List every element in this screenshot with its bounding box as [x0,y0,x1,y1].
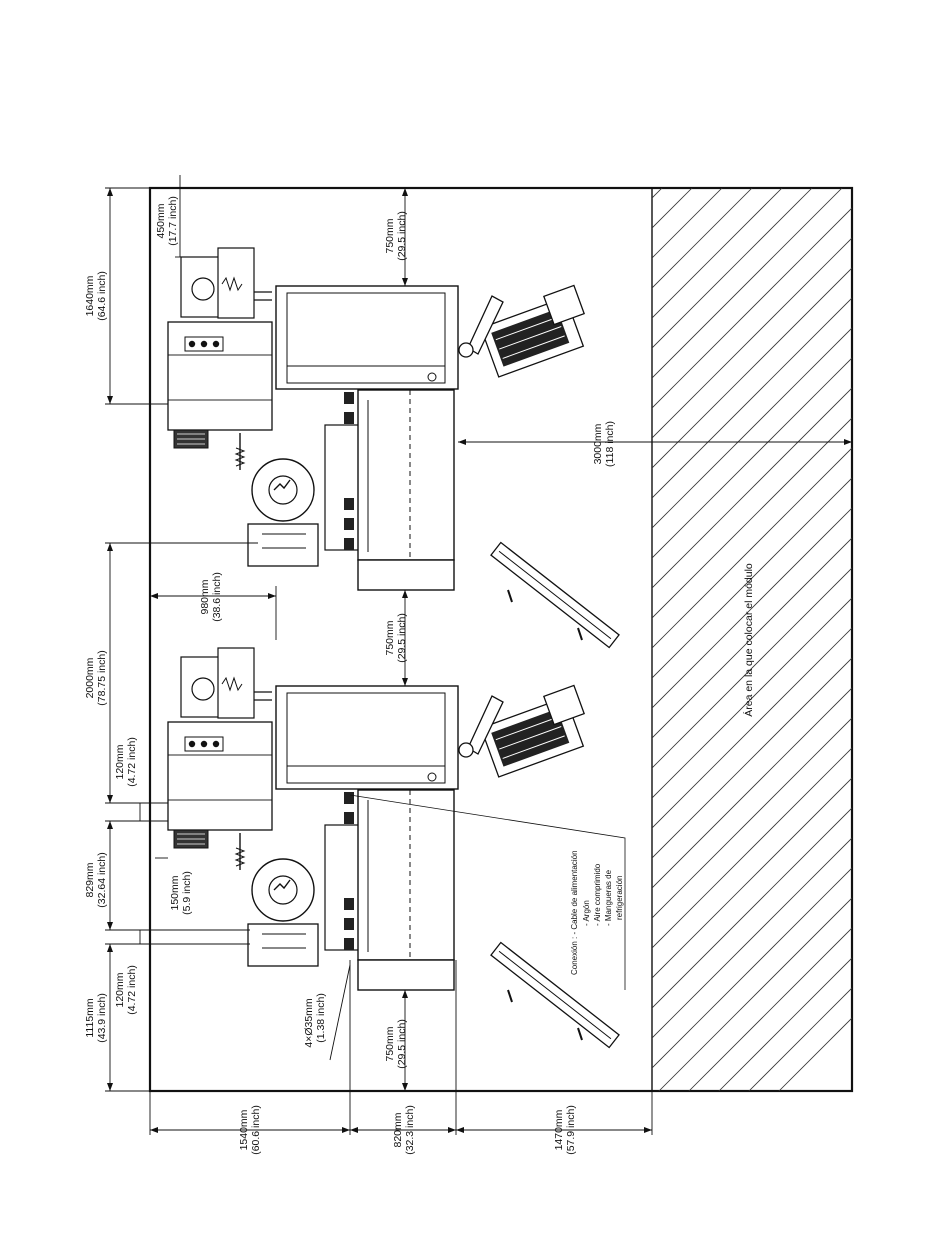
hatch-line [652,567,852,769]
dim-1640-inch: (64.6 inch) [96,271,108,321]
connection-leader [349,794,626,990]
hatch-line [652,267,852,469]
dim-120a-inch: (4.72 inch) [126,737,138,787]
dim-mid-750-inch: (29.5 inch) [396,613,408,663]
dim-450-inch: (17.7 inch) [167,196,179,246]
dim-holes-mm: 4×Ø35mm [303,998,315,1048]
hatch-line [652,297,852,499]
hatch-line [652,627,852,829]
hatch-line [652,188,813,349]
hatch-line [748,987,852,1091]
hatch-line [658,897,852,1091]
hatch-line [652,207,852,409]
area-label: Área en la que colocar el módulo [742,563,755,717]
dim-bot-750-mm: 750mm [384,1026,396,1061]
hatch-line [652,387,852,589]
bottom-arrowheads [150,1127,652,1133]
hatch-line [652,327,852,529]
dim-150-inch: (5.9 inch) [181,871,193,915]
dim-1640-mm: 1640mm [84,275,96,316]
hatch-line [652,477,852,679]
hatch-line [688,927,852,1091]
dim-mid-750-mm: 750mm [384,620,396,655]
hatch-line [652,188,693,229]
dim-top-750-inch: (29.5 inch) [396,211,408,261]
hatch-line [652,687,852,889]
connection-item-2: - Aire comprimido [593,863,602,926]
hatch-line [652,188,663,199]
dim-820-inch: (32.3 inch) [404,1105,416,1155]
bottom-dimension-lines [149,960,653,1135]
hatch-line [652,867,852,1069]
dim-bot-750-inch: (29.5 inch) [396,1019,408,1069]
hatch-line [652,537,852,739]
dim-150-mm: 150mm [169,875,181,910]
hatch-line [652,188,753,289]
machine-module-top [167,247,621,649]
hatch-line [652,357,852,559]
dim-820-mm: 820mm [392,1112,404,1147]
dim-1540-mm: 1540mm [238,1109,250,1150]
dim-top-750-mm: 750mm [384,218,396,253]
dim-1470-inch: (57.9 inch) [565,1105,577,1155]
dim-980-inch: (38.6 inch) [211,572,223,622]
connection-item-4: refrigeración [615,876,624,920]
connection-note: Conexión : - Cable de alimentación - Arg… [570,850,624,975]
left-dimension-lines [105,175,852,1092]
hatch-line [718,957,852,1091]
hatch-line [778,1017,852,1091]
dim-1540-inch: (60.6 inch) [250,1105,262,1155]
hatch-line [640,0,860,150]
dim-1470-mm: 1470mm [553,1109,565,1150]
hatch-line [652,597,852,799]
dim-450-mm: 450mm [155,203,167,238]
module-area-border [148,186,854,1093]
dim-holes-inch: (1.38 inch) [315,993,327,1043]
dim-120a-mm: 120mm [114,744,126,779]
dim-829-mm: 829mm [84,862,96,897]
dim-120b-inch: (4.72 inch) [126,965,138,1015]
dim-1115-inch: (43.9 inch) [96,993,108,1043]
hatch-line [652,507,852,709]
hatch-line [652,807,852,1009]
machine-module-bottom [167,647,621,1049]
hatch-line [652,188,723,259]
hatch-line [652,188,783,319]
dim-3000-inch: (118 inch) [604,421,616,467]
connection-title: Conexión : - Cable de alimentación [570,850,579,975]
hatch-line [652,447,852,649]
hatch-line [652,747,852,949]
dim-829-inch: (32.64 inch) [96,852,108,907]
hatched-area [640,0,860,1091]
dim-1115-mm: 1115mm [84,998,96,1038]
hatch-line [652,837,852,1039]
dim-120b-mm: 120mm [114,972,126,1007]
dim-2000-inch: (78.75 inch) [96,650,108,705]
hatch-line [652,717,852,919]
hatch-line [652,237,852,439]
arrowheads [107,188,852,1091]
dim-3000-mm: 3000mm [592,423,604,464]
hatch-line [652,657,852,859]
dim-2000-mm: 2000mm [84,657,96,698]
hatch-line [652,188,843,379]
connection-item-3: - Mangueras de [604,869,613,926]
hatch-line [640,0,860,180]
dim-980-mm: 980mm [199,579,211,614]
hatch-line [652,777,852,979]
hatch-line [652,417,852,619]
connection-item-1: - Argón [582,900,591,926]
